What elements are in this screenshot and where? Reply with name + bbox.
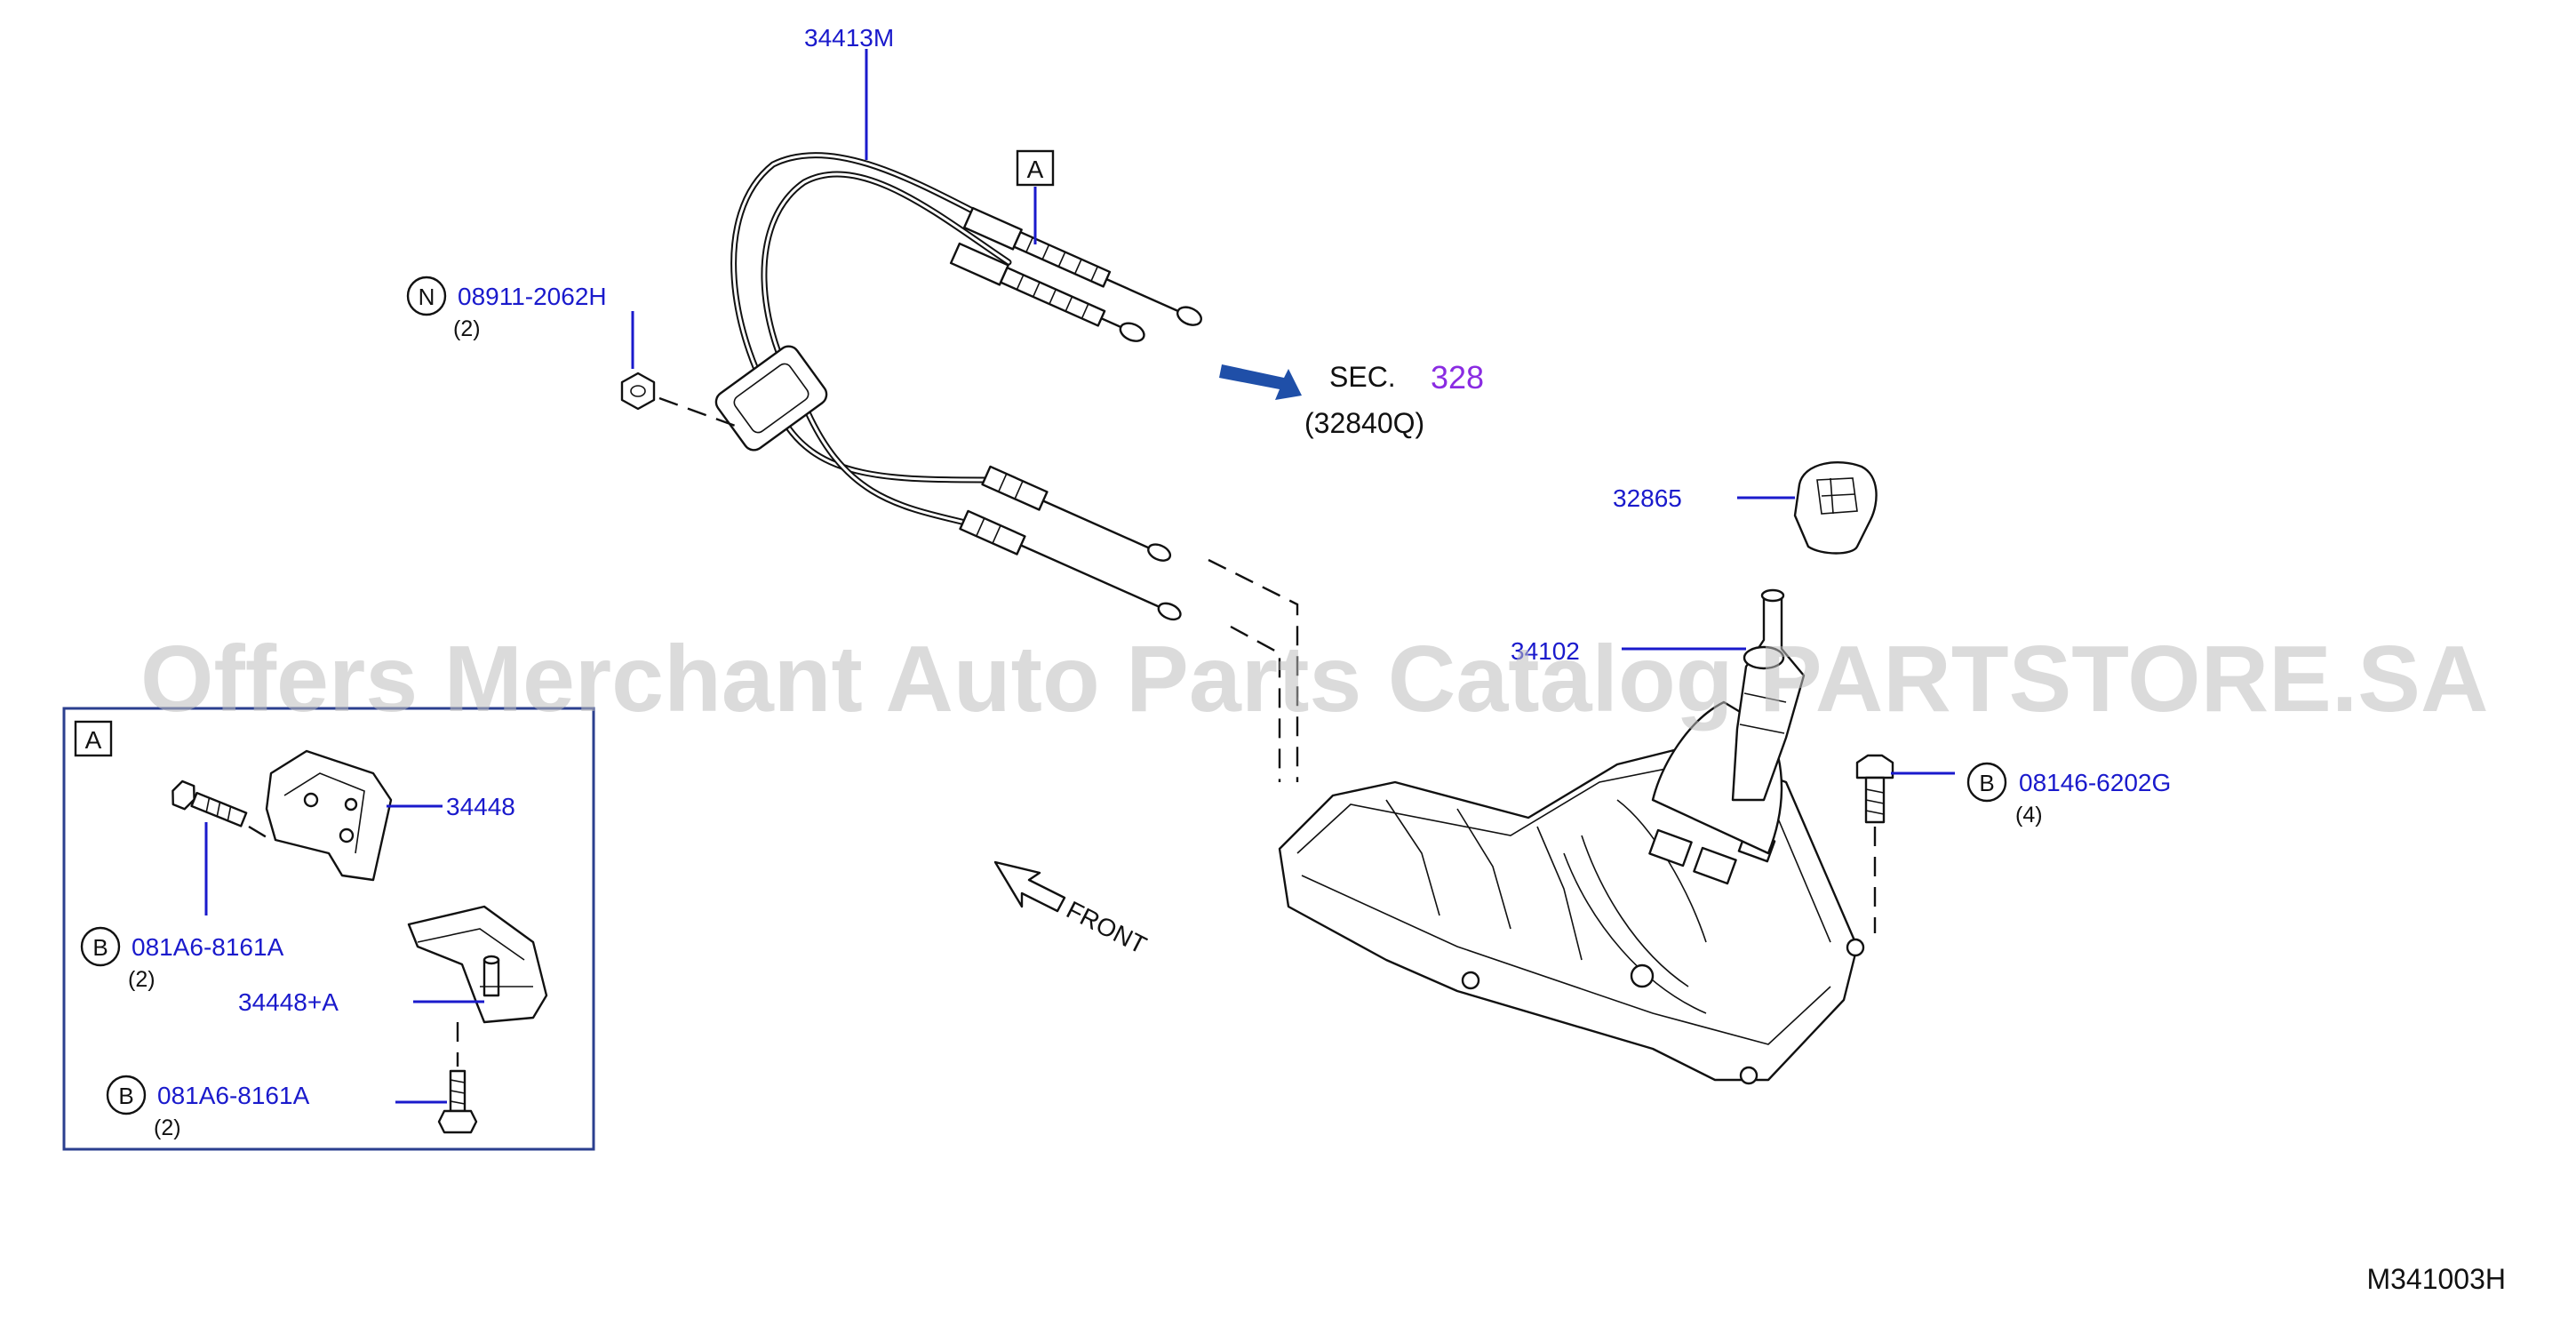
detail-bolt-upper-part-number: 081A6-8161A xyxy=(132,933,284,961)
section-arrow xyxy=(1219,364,1302,400)
flange-nut xyxy=(620,372,656,411)
lever-part-number: 34102 xyxy=(1511,637,1580,665)
shift-knob xyxy=(1793,460,1878,555)
cable-part-number: 34413M xyxy=(804,24,894,52)
front-label: FRONT xyxy=(1062,896,1151,959)
detail-bolt-lower-part-number: 081A6-8161A xyxy=(157,1082,310,1109)
detail-bolt-upper-quantity: (2) xyxy=(128,967,156,992)
detail-bracket-part-number: 34448 xyxy=(446,793,515,820)
front-arrow-icon xyxy=(993,860,1066,913)
shift-lever xyxy=(1731,588,1806,802)
section-subpart: (32840Q) xyxy=(1304,407,1424,439)
base-bolt-quantity: (4) xyxy=(2015,803,2043,827)
section-number: 328 xyxy=(1431,359,1484,396)
shift-cable-assembly xyxy=(714,152,1202,621)
detail-bolt-lower-quantity: (2) xyxy=(154,1115,181,1140)
nut-part-number: 08911-2062H xyxy=(458,283,607,310)
detail-bolt-lower xyxy=(437,1069,478,1134)
knob-part-number: 32865 xyxy=(1613,484,1682,512)
detail-bolt-upper xyxy=(171,779,248,827)
watermark: Offers Merchant Auto Parts Catalog PARTS… xyxy=(140,627,2489,731)
detail-bolt-lower-prefix-badge: B xyxy=(118,1083,133,1109)
detail-bolt-upper-prefix-badge: B xyxy=(92,934,108,961)
base-bolt-part-number: 08146-6202G xyxy=(2019,769,2171,796)
detail-a-frame xyxy=(62,707,595,1151)
detail-bracket-assy-part-number: 34448+A xyxy=(238,988,339,1016)
detail-a-tag: A xyxy=(85,726,102,754)
detail-bracket-assy xyxy=(407,905,548,1024)
nut-quantity: (2) xyxy=(453,316,481,341)
nut-prefix-badge: N xyxy=(419,284,435,310)
base-bolt-prefix-badge: B xyxy=(1979,770,1994,796)
figure-code: M341003H xyxy=(2366,1263,2506,1295)
section-label: SEC. xyxy=(1329,361,1396,393)
view-tag-a: A xyxy=(1027,156,1044,183)
detail-bracket xyxy=(265,749,393,882)
base-bolt xyxy=(1855,754,1894,824)
